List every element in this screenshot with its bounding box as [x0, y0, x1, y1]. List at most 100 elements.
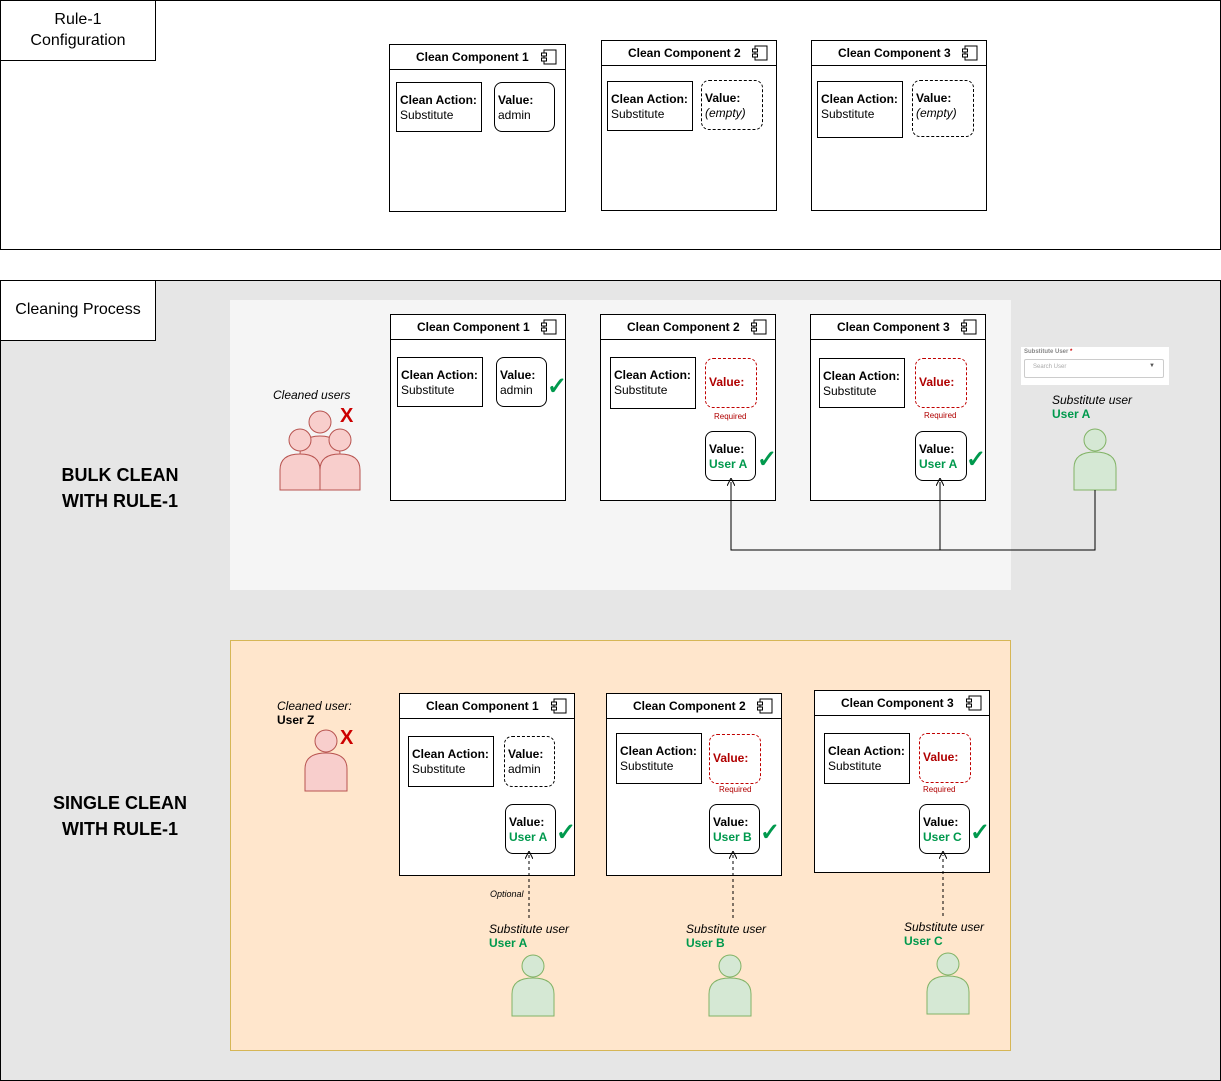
substitute-caption: Substitute user [904, 920, 985, 934]
clean-action-box: Clean Action: Substitute [610, 357, 696, 409]
substitute-value-box: Value: User C [919, 804, 970, 854]
clean-action-value: Substitute [823, 384, 877, 398]
clean-action-value: Substitute [620, 759, 674, 773]
value-label: Value: [498, 93, 534, 107]
clean-action-value: Substitute [614, 383, 668, 397]
bulk-clean-title-line1: BULK CLEAN [61, 465, 179, 485]
component-icon [551, 698, 567, 714]
clean-action-value: Substitute [401, 383, 455, 397]
single-component-1: Clean Component 1 Clean Action: Substitu… [399, 693, 575, 876]
value-label: Value: [919, 375, 955, 389]
clean-action-label: Clean Action: [614, 368, 691, 382]
x-icon: X [340, 727, 354, 749]
value-label: Value: [508, 747, 544, 761]
component-title: Clean Component 3 [812, 41, 986, 66]
value-label: Value: [923, 750, 959, 764]
value-box-required: Value: [915, 358, 967, 408]
cleaned-users-caption: Cleaned users [273, 388, 351, 402]
component-title: Clean Component 3 [811, 315, 985, 340]
cleaned-user-label: Cleaned user: [277, 699, 352, 713]
substitute-user-b-icon [708, 954, 752, 1017]
component-title: Clean Component 1 [391, 315, 565, 340]
component-icon [757, 698, 773, 714]
value-text: admin [500, 383, 533, 397]
required-hint: Required [924, 411, 957, 420]
value-label: Value: [916, 91, 952, 105]
component-icon [966, 695, 982, 711]
component-title: Clean Component 2 [602, 41, 776, 66]
clean-action-box: Clean Action: Substitute [824, 733, 910, 784]
component-icon [752, 45, 768, 61]
component-icon [962, 45, 978, 61]
substitute-value-label: Value: [709, 442, 745, 456]
substitute-caption-c: Substitute user User C [904, 920, 984, 948]
cleaned-user-icon [304, 729, 348, 792]
cleaned-user-name: User Z [277, 713, 315, 727]
substitute-value-label: Value: [919, 442, 955, 456]
clean-action-value: Substitute [412, 762, 466, 776]
clean-action-label: Clean Action: [620, 744, 697, 758]
clean-action-box: Clean Action: Substitute [397, 357, 483, 407]
search-user-input[interactable]: Search User ▼ [1024, 359, 1164, 378]
component-title: Clean Component 2 [601, 315, 775, 340]
component-icon [961, 319, 977, 335]
substitute-user-picker: Substitute User * Search User ▼ [1021, 347, 1169, 385]
value-box-required: Value: [919, 733, 971, 783]
config-component-1: Clean Component 1 Clean Action: Substitu… [389, 44, 566, 212]
substitute-caption: Substitute user [489, 922, 570, 936]
bulk-component-1: Clean Component 1 Clean Action: Substitu… [390, 314, 566, 501]
substitute-name: User B [686, 936, 725, 950]
clean-action-value: Substitute [828, 759, 882, 773]
substitute-value-text: User B [713, 830, 752, 844]
rule-config-label: Rule-1 Configuration [0, 0, 156, 61]
check-icon: ✓ [556, 819, 577, 846]
clean-action-box: Clean Action: Substitute [607, 81, 693, 131]
substitute-user-icon [1073, 428, 1117, 491]
check-icon: ✓ [760, 819, 781, 846]
rule-config-label-line2: Configuration [30, 31, 126, 49]
value-box: Value: (empty) [912, 80, 974, 137]
x-icon: X [340, 405, 354, 427]
value-box: Value: admin [504, 736, 555, 787]
value-box-required: Value: [705, 358, 757, 408]
clean-action-label: Clean Action: [823, 369, 900, 383]
required-hint: Required [714, 412, 747, 421]
component-title: Clean Component 1 [400, 694, 574, 719]
cleaned-users-icon [279, 410, 361, 491]
component-icon [541, 319, 557, 335]
chevron-down-icon[interactable]: ▼ [1149, 363, 1155, 369]
single-clean-title-line2: WITH RULE-1 [62, 819, 178, 839]
substitute-value-box: Value: User A [915, 431, 967, 481]
substitute-value-label: Value: [923, 815, 959, 829]
single-component-2: Clean Component 2 Clean Action: Substitu… [606, 693, 782, 876]
value-label: Value: [705, 91, 741, 105]
search-user-placeholder: Search User [1033, 364, 1067, 370]
single-clean-title-line1: SINGLE CLEAN [52, 793, 187, 813]
config-component-3: Clean Component 3 Clean Action: Substitu… [811, 40, 987, 211]
substitute-name: User A [489, 936, 528, 950]
substitute-value-text: User C [923, 830, 962, 844]
bulk-clean-title-line2: WITH RULE-1 [62, 491, 178, 511]
clean-action-box: Clean Action: Substitute [408, 736, 494, 787]
clean-action-label: Clean Action: [401, 368, 478, 382]
check-icon: ✓ [757, 446, 778, 473]
substitute-name: User C [904, 934, 943, 948]
cleaning-process-label: Cleaning Process [0, 280, 156, 341]
substitute-caption-b: Substitute user User B [686, 922, 766, 950]
picker-label: Substitute User [1024, 349, 1069, 355]
single-component-3: Clean Component 3 Clean Action: Substitu… [814, 690, 990, 873]
required-hint: Required [719, 785, 752, 794]
clean-action-box: Clean Action: Substitute [396, 82, 482, 132]
substitute-value-text: User A [509, 830, 548, 844]
substitute-value-text: User A [919, 457, 958, 471]
substitute-caption: Substitute user [1052, 393, 1133, 407]
cleaned-user-caption: Cleaned user: User Z [277, 699, 352, 727]
clean-action-label: Clean Action: [400, 93, 477, 107]
component-title: Clean Component 1 [390, 45, 565, 70]
substitute-value-box: Value: User B [709, 804, 760, 854]
substitute-value-label: Value: [713, 815, 749, 829]
substitute-caption-a: Substitute user User A [489, 922, 569, 950]
clean-action-value: Substitute [821, 107, 875, 121]
clean-action-value: Substitute [400, 108, 454, 122]
value-text: (empty) [916, 106, 957, 120]
